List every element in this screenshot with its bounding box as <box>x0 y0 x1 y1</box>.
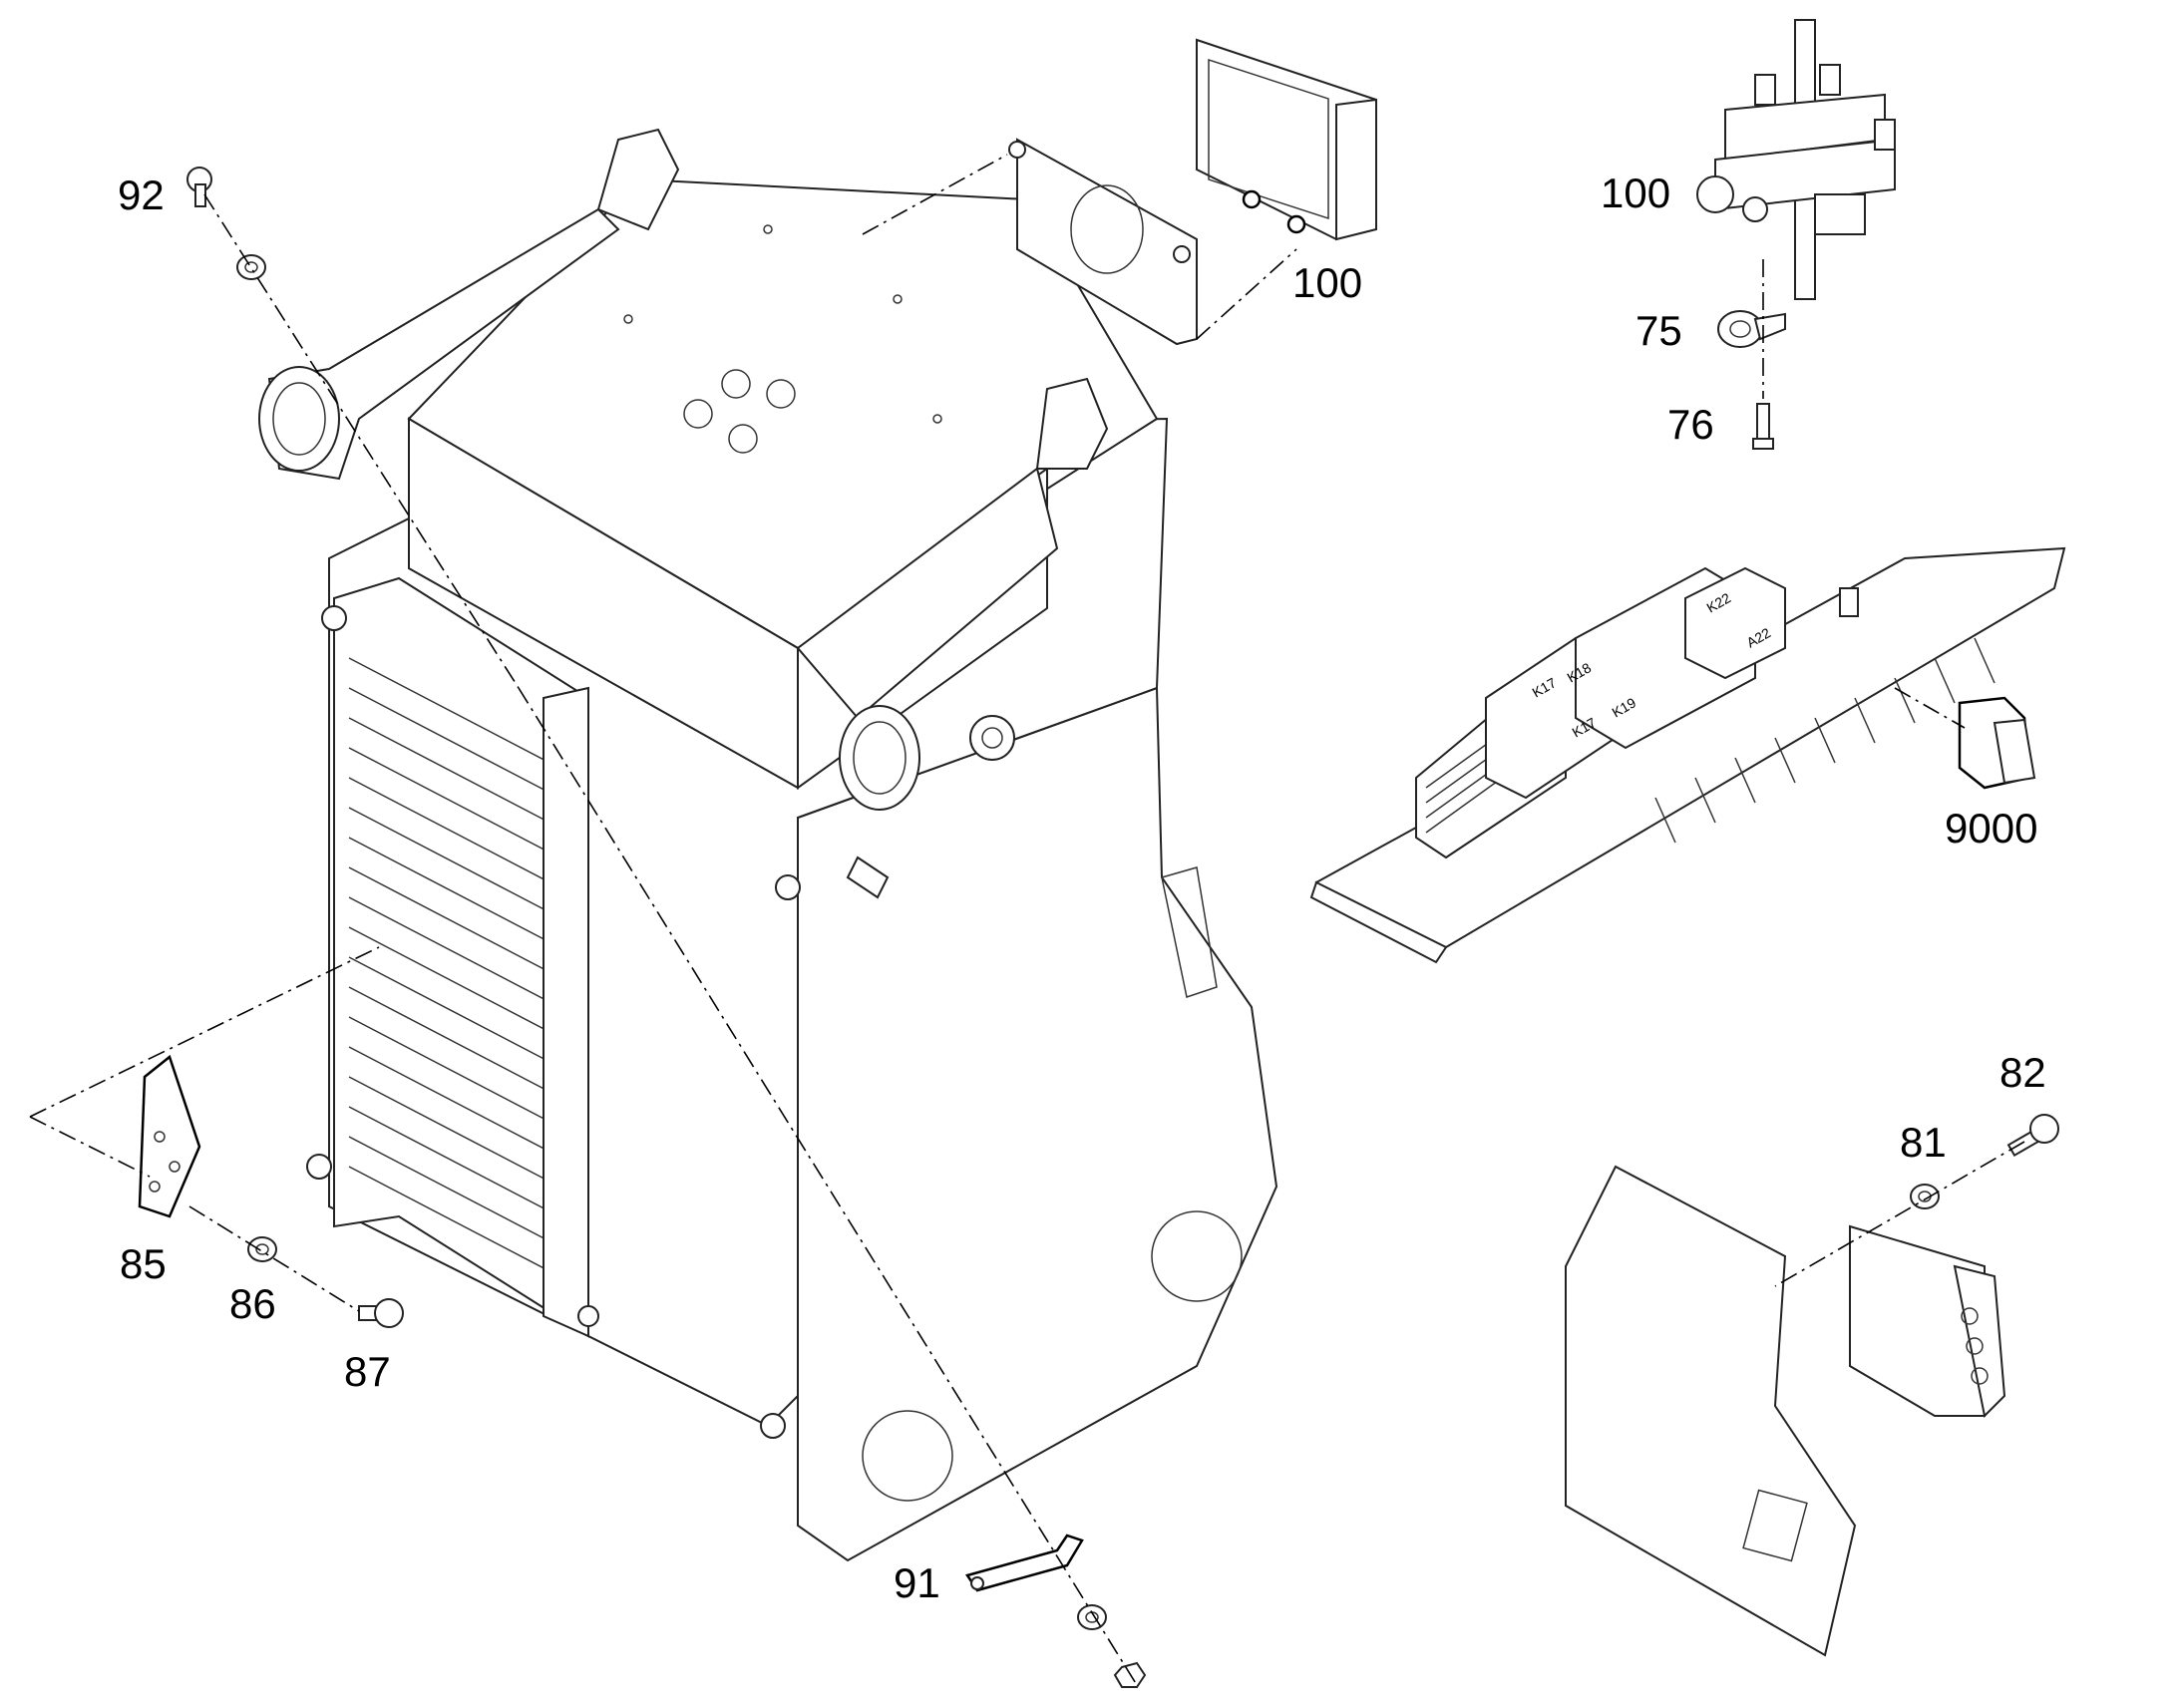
frame-lug-right <box>1035 377 1109 470</box>
callout-92: 92 <box>118 171 165 218</box>
box-dot <box>893 294 903 304</box>
main-frame-assembly <box>258 128 1278 1562</box>
callout-81: 81 <box>1900 1119 1947 1166</box>
box-hole <box>728 424 758 454</box>
frame-hole-lower-right <box>1151 1210 1243 1302</box>
callout-82: 82 <box>1999 1049 2046 1096</box>
washer-92 <box>236 254 266 280</box>
box-hole <box>766 379 796 409</box>
callout-87: 87 <box>344 1348 391 1395</box>
washer-86 <box>247 1236 277 1262</box>
callout-100-valve: 100 <box>1601 170 1670 216</box>
box-dot <box>763 224 773 234</box>
box-dot <box>623 314 633 324</box>
lift-arm-left <box>267 207 620 481</box>
control-module-100-top <box>1196 38 1377 241</box>
mounting-bracket <box>1008 138 1198 346</box>
callout-76: 76 <box>1667 401 1714 448</box>
box-dot <box>932 414 942 424</box>
grease-fitting <box>846 855 890 899</box>
relay-block-c <box>1684 566 1786 680</box>
callout-9000: 9000 <box>1945 805 2037 852</box>
box-hole <box>683 399 713 429</box>
box-hole <box>721 369 751 399</box>
control-module-rear <box>1849 1224 2006 1419</box>
rocker-switch-9000 <box>1958 696 2036 790</box>
washer-81 <box>1910 1184 1940 1209</box>
board-post <box>1839 587 1859 617</box>
washer-91 <box>1077 1604 1107 1630</box>
bracket-85 <box>138 1054 201 1218</box>
callout-86: 86 <box>229 1280 276 1327</box>
valve-assembly-100 <box>1696 19 1896 300</box>
frame-rear-panel <box>797 686 1278 1562</box>
frame-slot <box>1161 866 1218 998</box>
grille-slats <box>348 657 579 1287</box>
grille-mount-bottom <box>306 1154 332 1180</box>
lift-arm-bore-left <box>258 366 340 472</box>
access-cover <box>1565 1165 1857 1657</box>
grille-mount-top <box>321 605 347 631</box>
screw-76 <box>1752 403 1774 450</box>
frame-right-beam <box>796 467 1059 720</box>
fuse-relay-board: K17 K18 K17 K19 K22 A22 <box>1309 546 2066 964</box>
frame-hole-bottom <box>862 1410 953 1502</box>
frame-mount <box>760 1413 786 1439</box>
pivot-boss-inner <box>981 727 1003 749</box>
clamp-75 <box>1717 310 1786 348</box>
grille-side-rail <box>543 686 589 1338</box>
lift-arm-bore-right <box>839 705 920 811</box>
pivot-boss <box>969 715 1015 761</box>
callout-75: 75 <box>1635 307 1682 354</box>
board-fins <box>1654 637 1996 844</box>
lift-arm-bore-inner-right <box>853 721 907 795</box>
strap-91 <box>965 1534 1084 1592</box>
bolt-87 <box>358 1298 404 1328</box>
frame-mount <box>577 1305 599 1327</box>
leader-lines <box>29 154 2025 1686</box>
callout-100-module: 100 <box>1292 259 1362 306</box>
frame-mount <box>775 874 801 900</box>
lift-arm-lug-top <box>596 128 680 231</box>
callout-91: 91 <box>894 1559 940 1606</box>
screw-82 <box>2006 1114 2059 1158</box>
lift-arm-bore-inner-left <box>272 382 326 456</box>
callout-85: 85 <box>120 1240 167 1287</box>
